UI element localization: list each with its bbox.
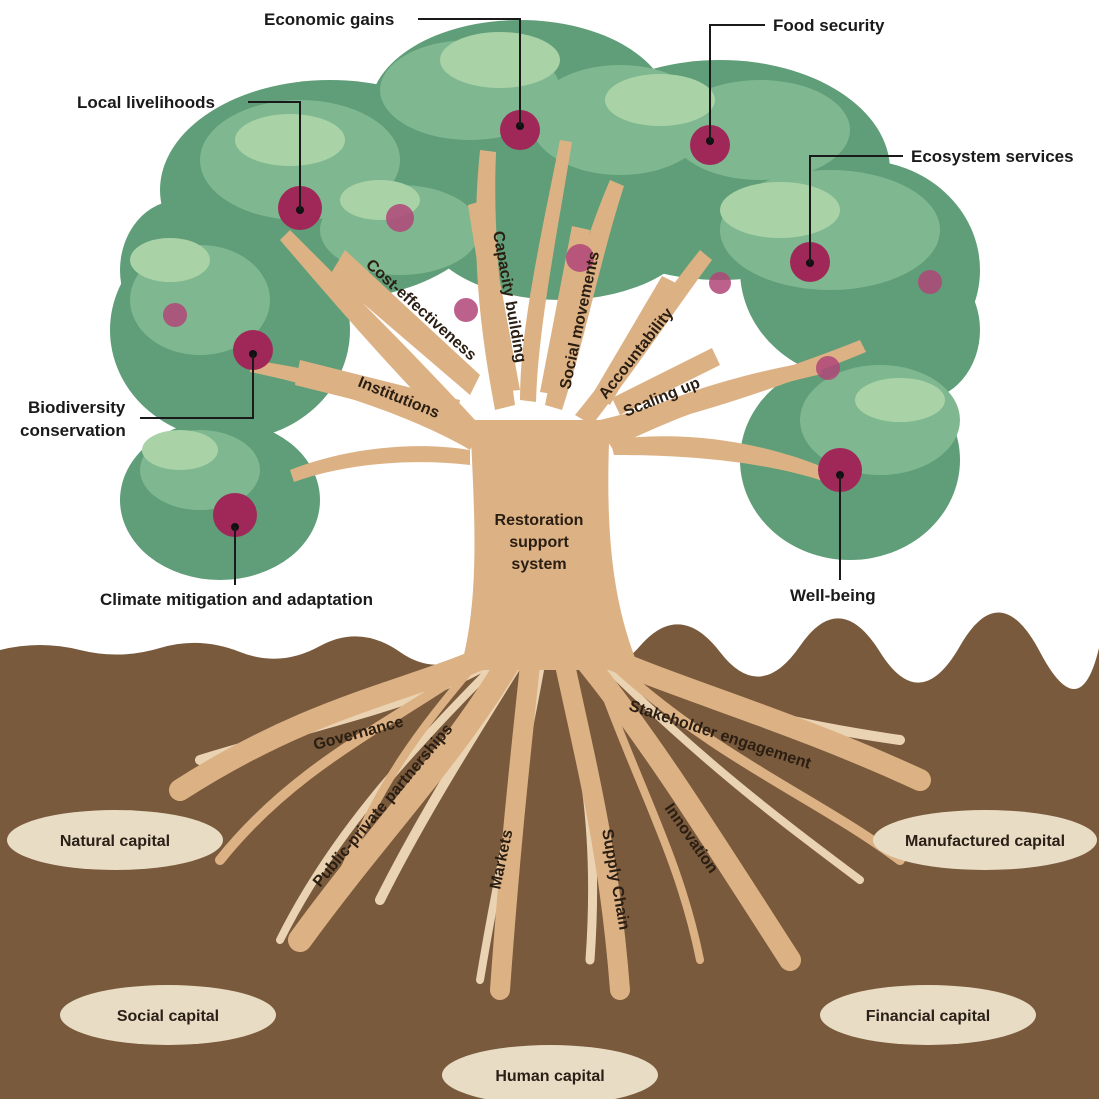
label-biodiversity-line2: conservation xyxy=(20,421,126,440)
svg-text:Social capital: Social capital xyxy=(117,1008,219,1025)
svg-text:Manufactured capital: Manufactured capital xyxy=(905,833,1065,850)
capital-natural: Natural capital xyxy=(7,810,223,870)
trunk-label-line2: support xyxy=(509,534,569,551)
svg-text:Financial capital: Financial capital xyxy=(866,1008,990,1025)
label-well-being: Well-being xyxy=(790,586,876,605)
fruit xyxy=(386,204,414,232)
svg-text:Human capital: Human capital xyxy=(495,1068,604,1085)
fruit xyxy=(816,356,840,380)
label-ecosystem-services: Ecosystem services xyxy=(911,147,1074,166)
fruit xyxy=(709,272,731,294)
label-biodiversity-line1: Biodiversity xyxy=(28,398,126,417)
capital-financial: Financial capital xyxy=(820,985,1036,1045)
svg-text:Natural capital: Natural capital xyxy=(60,833,170,850)
label-economic-gains: Economic gains xyxy=(264,10,394,29)
label-food-security: Food security xyxy=(773,16,885,35)
label-local-livelihoods: Local livelihoods xyxy=(77,93,215,112)
fruit xyxy=(918,270,942,294)
trunk-label-line1: Restoration xyxy=(495,512,584,529)
fruit xyxy=(454,298,478,322)
fruit xyxy=(163,303,187,327)
capital-manufactured: Manufactured capital xyxy=(873,810,1097,870)
capital-social: Social capital xyxy=(60,985,276,1045)
label-climate: Climate mitigation and adaptation xyxy=(100,590,373,609)
trunk-label-line3: system xyxy=(511,556,566,573)
